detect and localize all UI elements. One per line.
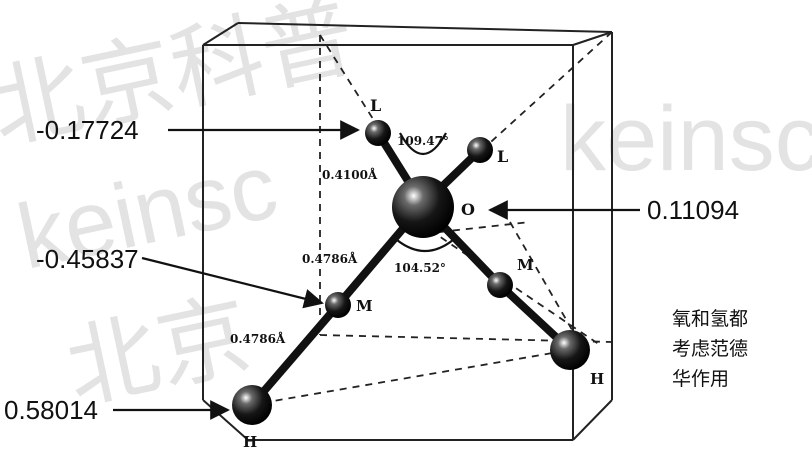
tetrahedral-guides bbox=[249, 31, 613, 406]
label-hydrogen-left: H bbox=[243, 433, 257, 451]
cube-edge bbox=[572, 399, 613, 441]
label-oxygen: O bbox=[461, 200, 475, 219]
bond-length-ol: 0.4100Å bbox=[322, 167, 378, 182]
vdw-note-line-1: 氧和氢都 bbox=[672, 308, 749, 330]
vdw-note: 氧和氢都 考虑范德 华作用 bbox=[672, 304, 792, 394]
cube-hidden-edge bbox=[319, 334, 613, 343]
bond-m-h bbox=[248, 301, 342, 409]
atom-m-right bbox=[487, 272, 513, 298]
angle-arc-top bbox=[399, 132, 447, 155]
charge-callouts bbox=[113, 120, 640, 420]
charge-o: 0.11094 bbox=[647, 195, 739, 225]
atom-l-left bbox=[365, 120, 391, 146]
label-m-right: M bbox=[517, 256, 534, 274]
charge-values: -0.17724 0.11094 -0.45837 0.58014 bbox=[4, 115, 739, 425]
cube-edge bbox=[572, 31, 613, 46]
vdw-note-line-2: 考虑范德 bbox=[672, 338, 749, 360]
watermark-right: keinsc bbox=[560, 88, 812, 190]
guide-line bbox=[481, 31, 613, 151]
atom-hydrogen-right bbox=[550, 330, 590, 370]
label-l-left: L bbox=[370, 96, 381, 115]
guide-line bbox=[319, 34, 381, 131]
atom-hydrogen-left bbox=[232, 385, 272, 425]
label-l-right: L bbox=[497, 147, 508, 166]
vdw-note-line-3: 华作用 bbox=[672, 368, 730, 390]
atom-labels: L L O M M H H bbox=[243, 96, 604, 451]
guide-line bbox=[509, 221, 576, 336]
charge-m: -0.45837 bbox=[36, 244, 139, 274]
angle-bottom-label: 104.52° bbox=[394, 261, 446, 275]
arrow-m bbox=[141, 256, 324, 309]
guide-line bbox=[429, 229, 601, 346]
watermark: 北京科普 keinsc 北京 bbox=[0, 0, 363, 422]
atoms bbox=[232, 120, 590, 425]
guide-line bbox=[439, 221, 531, 233]
cube bbox=[202, 22, 613, 441]
charge-h: 0.58014 bbox=[4, 395, 98, 425]
label-hydrogen-right: H bbox=[590, 370, 604, 388]
bond-length-mh: 0.4786Å bbox=[230, 331, 286, 346]
atom-m-left bbox=[325, 292, 351, 318]
guide-line bbox=[249, 349, 571, 406]
angle-arc-bottom bbox=[396, 239, 454, 252]
atom-oxygen bbox=[392, 176, 454, 238]
geometry-labels: 109.47° 104.52° 0.4100Å 0.4786Å 0.4786Å bbox=[230, 134, 449, 346]
bond-length-om: 0.4786Å bbox=[302, 251, 358, 266]
charge-l: -0.17724 bbox=[36, 115, 139, 145]
angle-top-label: 109.47° bbox=[397, 134, 449, 148]
cube-edge bbox=[237, 22, 613, 33]
label-m-left: M bbox=[356, 297, 373, 315]
cube-edge bbox=[202, 22, 239, 46]
atom-l-right bbox=[467, 137, 493, 163]
